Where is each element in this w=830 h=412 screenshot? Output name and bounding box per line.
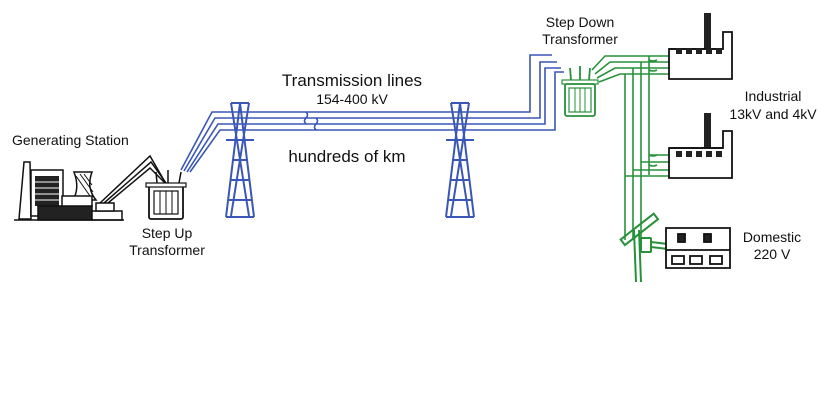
distance-label: hundreds of km <box>288 147 405 166</box>
transmission-tower-left <box>225 102 255 218</box>
utility-pole <box>619 212 669 283</box>
factory-top <box>668 13 733 80</box>
industrial-label-line2: 13kV and 4kV <box>729 106 817 122</box>
house <box>665 227 731 269</box>
generating-station-label: Generating Station <box>12 132 129 148</box>
domestic-label-line2: 220 V <box>754 246 791 262</box>
transmission-voltage-label: 154-400 kV <box>316 91 388 107</box>
step-down-transformer <box>561 66 599 117</box>
transmission-lines <box>180 54 564 173</box>
step-down-label-line2: Transformer <box>542 31 618 47</box>
step-up-label-line1: Step Up <box>142 225 193 241</box>
industrial-label-line1: Industrial <box>745 88 802 104</box>
step-down-label-line1: Step Down <box>546 14 614 30</box>
step-up-transformer <box>145 170 187 220</box>
step-up-label-line2: Transformer <box>129 242 205 258</box>
transmission-lines-title: Transmission lines <box>282 71 422 90</box>
factory-bottom <box>668 113 733 179</box>
generating-station <box>14 154 167 221</box>
transmission-tower-right <box>445 102 475 218</box>
distribution-lines <box>591 55 670 240</box>
domestic-label-line1: Domestic <box>743 229 801 245</box>
